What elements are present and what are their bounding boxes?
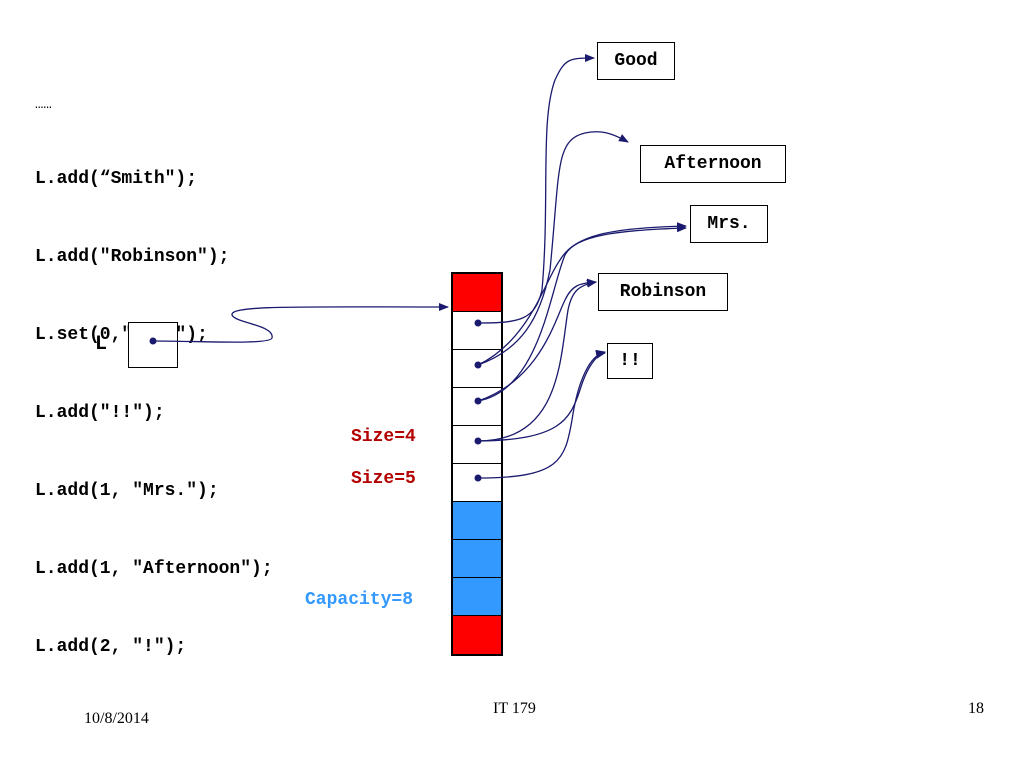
- code-line-6: L.add(1, "Afternoon");: [35, 559, 273, 579]
- array-cell-3: [453, 388, 501, 426]
- variable-label: L: [95, 333, 108, 356]
- array-cell-2: [453, 350, 501, 388]
- array-cell-6: [453, 502, 501, 540]
- code-line-4: L.add("!!");: [35, 403, 165, 423]
- string-box-mrs: Mrs.: [690, 205, 768, 243]
- code-line-7: L.add(2, "!");: [35, 637, 187, 657]
- array-cell-8: [453, 578, 501, 616]
- string-box-afternoon: Afternoon: [640, 145, 786, 183]
- backing-array: [451, 272, 503, 656]
- string-box-bang: !!: [607, 343, 653, 379]
- footer-date: 10/8/2014: [84, 710, 149, 727]
- code-line-1: L.add(“Smith");: [35, 169, 198, 189]
- string-box-robinson: Robinson: [598, 273, 728, 311]
- array-cell-7: [453, 540, 501, 578]
- string-box-good: Good: [597, 42, 675, 80]
- variable-reference-box: [128, 322, 178, 368]
- array-cell-1: [453, 312, 501, 350]
- size-4-label: Size=4: [351, 427, 416, 447]
- size-5-label: Size=5: [351, 469, 416, 489]
- code-line-5: L.add(1, "Mrs.");: [35, 481, 219, 501]
- footer-course: IT 179: [493, 700, 536, 717]
- array-cell-9: [453, 616, 501, 654]
- capacity-label: Capacity=8: [305, 590, 414, 610]
- array-cell-4: [453, 426, 501, 464]
- code-listing: …… L.add(“Smith"); L.add("Robinson"); L.…: [35, 44, 273, 686]
- footer-page-number: 18: [968, 700, 984, 717]
- code-line-2: L.add("Robinson");: [35, 247, 230, 267]
- code-line-ellipsis: ……: [35, 97, 52, 113]
- array-cell-5: [453, 464, 501, 502]
- pointer-cell3-mrs: [477, 224, 687, 402]
- array-cell-0: [453, 274, 501, 312]
